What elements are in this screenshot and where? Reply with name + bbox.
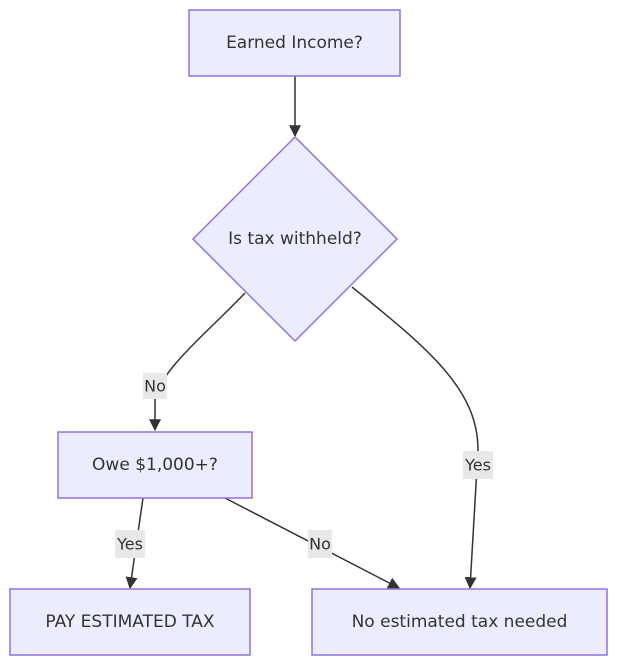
node-is-tax-withheld-label: Is tax withheld? xyxy=(228,229,362,249)
node-owe-1000-label: Owe $1,000+? xyxy=(92,455,218,475)
edge-label-withheld-no-text: No xyxy=(144,377,166,396)
node-is-tax-withheld: Is tax withheld? xyxy=(191,135,399,343)
edge-labels: No Yes Yes No xyxy=(115,373,493,558)
node-earned-income-label: Earned Income? xyxy=(226,33,363,53)
edge-label-withheld-yes: Yes xyxy=(463,451,493,479)
edge-label-owe-yes: Yes xyxy=(115,530,145,558)
edge-label-owe-no: No xyxy=(308,530,332,558)
node-pay-estimated-tax-label: PAY ESTIMATED TAX xyxy=(45,612,214,632)
edge-withheld-to-owe xyxy=(149,292,246,432)
edge-label-owe-no-text: No xyxy=(309,535,331,554)
edge-label-owe-yes-text: Yes xyxy=(116,535,143,554)
node-no-estimated-tax-label: No estimated tax needed xyxy=(352,612,568,632)
node-owe-1000: Owe $1,000+? xyxy=(57,431,253,499)
node-earned-income: Earned Income? xyxy=(188,9,401,77)
node-pay-estimated-tax: PAY ESTIMATED TAX xyxy=(9,588,251,656)
edge-label-withheld-no: No xyxy=(143,373,167,399)
node-no-estimated-tax: No estimated tax needed xyxy=(311,588,608,656)
nodes: Earned Income? Is tax withheld? Owe $1,0… xyxy=(9,9,608,656)
edge-withheld-to-none xyxy=(351,286,479,590)
edge-label-withheld-yes-text: Yes xyxy=(464,456,491,475)
